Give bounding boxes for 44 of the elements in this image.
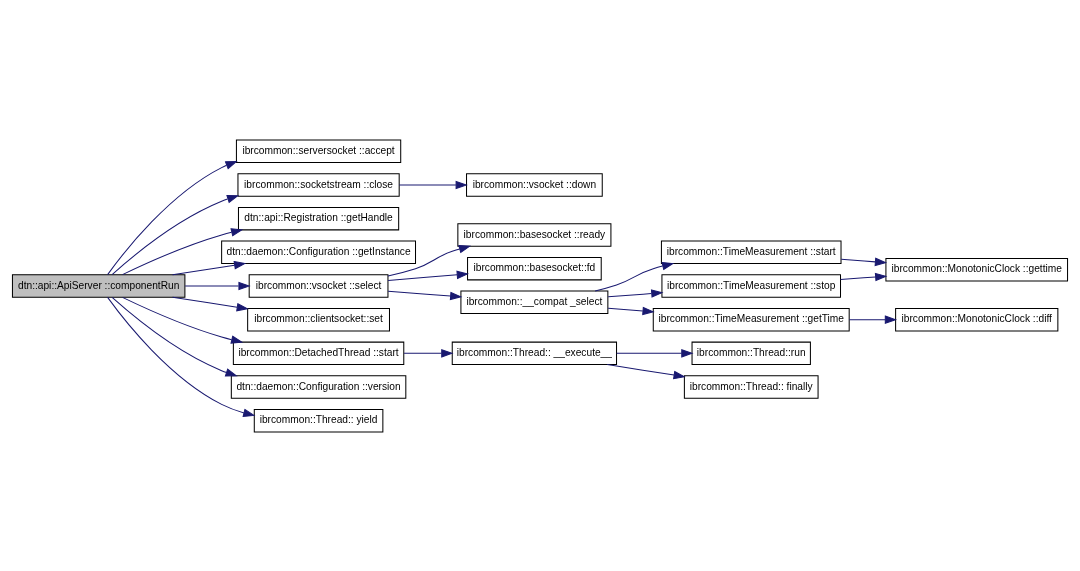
arrow [840, 257, 888, 266]
arrow [594, 261, 675, 292]
node-box: ibrcommon::__compat _select [460, 290, 609, 314]
node-box: dtn::daemon::Configuration ::getInstance [221, 240, 416, 264]
node-box: ibrcommon::clientsocket::set [247, 307, 390, 331]
node-box: dtn::api::Registration ::getHandle [237, 206, 400, 230]
arrow [848, 314, 898, 324]
node-box: ibrcommon::MonotonicClock ::diff [895, 307, 1059, 331]
arrow [606, 363, 686, 379]
arrow [403, 348, 454, 358]
node-box: ibrcommon::DetachedThread ::start [232, 341, 405, 365]
arrow [184, 281, 251, 290]
node-box: dtn::daemon::Configuration ::version [230, 374, 407, 399]
arrow [840, 272, 888, 281]
arrow [122, 296, 244, 344]
arrow [122, 227, 244, 275]
arrow [387, 270, 469, 281]
node-box: ibrcommon::basesocket::fd [467, 256, 602, 280]
arrow [387, 290, 463, 300]
arrow [607, 306, 655, 315]
arrow [398, 180, 468, 189]
node-box: ibrcommon::socketstream ::close [237, 172, 400, 197]
node-box: ibrcommon::TimeMeasurement ::getTime [652, 307, 850, 331]
node-box: ibrcommon::basesocket ::ready [457, 222, 612, 247]
node-box: ibrcommon::Thread:: __execute__ [451, 341, 618, 365]
arrow [111, 194, 240, 275]
node-box: ibrcommon::serversocket ::accept [235, 139, 402, 163]
arrow [607, 288, 664, 298]
node-box: ibrcommon::TimeMeasurement ::start [660, 240, 842, 264]
arrow [616, 348, 694, 358]
arrow [111, 296, 238, 376]
arrow [107, 160, 238, 275]
node-box: ibrcommon::TimeMeasurement ::stop [661, 273, 841, 298]
arrow [172, 260, 247, 275]
node-box: ibrcommon::Thread:: yield [253, 408, 384, 432]
node-box: ibrcommon::Thread:: finally [683, 374, 819, 399]
arrow [387, 244, 472, 276]
arrow [107, 296, 256, 417]
node-box: ibrcommon::vsocket ::down [466, 172, 603, 197]
node-box: dtn::api::ApiServer ::componentRun [11, 273, 186, 298]
node-box: ibrcommon::MonotonicClock ::gettime [885, 257, 1069, 281]
node-box: ibrcommon::Thread::run [691, 341, 811, 365]
node-box: ibrcommon::vsocket ::select [248, 273, 389, 298]
arrow [172, 296, 249, 311]
